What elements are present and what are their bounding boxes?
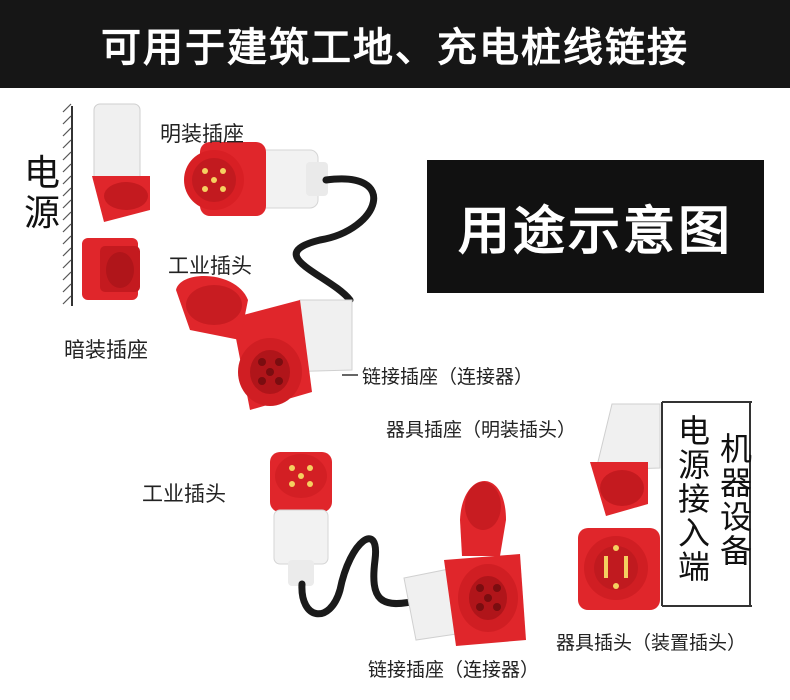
right-power-inlet-label: 电源接入端: [677, 412, 710, 586]
label-concealed-socket: 暗装插座: [64, 338, 148, 362]
label-surface-socket: 明装插座: [160, 122, 244, 146]
panel-title: 用途示意图: [457, 202, 733, 262]
left-power-label: 电源: [23, 153, 60, 234]
right-wall: [661, 401, 752, 607]
label-connector-top: 链接插座（连接器）: [362, 366, 534, 388]
header-title: 可用于建筑工地、充电桩线链接: [101, 25, 689, 71]
appliance-plug-image: [578, 528, 660, 610]
cable-bottom: [298, 535, 424, 618]
appliance-inlet-image: [590, 403, 661, 516]
concealed-socket-image: [82, 238, 140, 300]
header-banner: 可用于建筑工地、充电桩线链接: [0, 0, 790, 88]
connector-bottom-image: [403, 480, 526, 646]
industrial-plug-top-image: [184, 142, 328, 216]
label-appliance-inlet: 器具插座（明装插头）: [386, 419, 577, 441]
surface-socket-image: [92, 103, 150, 222]
usage-panel: 用途示意图: [427, 160, 764, 293]
industrial-plug-bottom-image: [270, 452, 332, 586]
right-machine-label: 机器设备: [719, 430, 752, 570]
label-appliance-plug: 器具插头（装置插头）: [556, 632, 747, 654]
cable-top: [292, 175, 378, 304]
left-wall: [62, 103, 73, 306]
label-connector-bottom: 链接插座（连接器）: [368, 659, 540, 681]
label-industrial-plug-top: 工业插头: [168, 254, 252, 278]
label-industrial-plug-bottom: 工业插头: [142, 482, 226, 506]
connector-top-image: [176, 276, 353, 410]
